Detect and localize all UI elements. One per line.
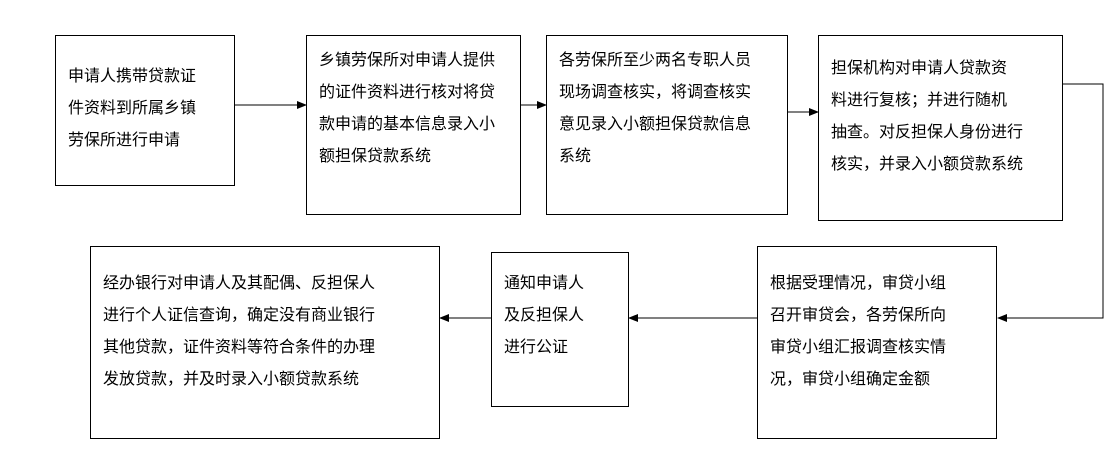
step-7-line-4: 发放贷款，并及时录入小额贷款系统 <box>103 369 360 388</box>
step-7-line-2: 进行个人证信查询，确定没有商业银行 <box>103 305 376 324</box>
step-3-line-4: 系统 <box>559 146 592 165</box>
step-3-line-1: 各劳保所至少两名专职人员 <box>559 50 752 69</box>
step-1-line-1: 申请人携带贷款证 <box>68 66 197 85</box>
arrow-step4-to-step5 <box>997 83 1104 322</box>
step-5-review-meeting: 根据受理情况，审贷小组 召开审贷会，各劳保所向 审贷小组汇报调查核实情 况，审贷… <box>757 246 997 439</box>
step-5-line-3: 审贷小组汇报调查核实情 <box>770 337 947 356</box>
step-2-line-2: 的证件资料进行核对将贷 <box>319 82 496 101</box>
step-1-line-2: 件资料到所属乡镇 <box>68 98 197 117</box>
step-6-line-2: 及反担保人 <box>504 305 585 324</box>
step-1-line-3: 劳保所进行申请 <box>68 130 181 149</box>
step-7-line-3: 其他贷款，证件资料等符合条件的办理 <box>103 337 376 356</box>
step-2-line-1: 乡镇劳保所对申请人提供 <box>319 50 496 69</box>
step-7-line-1: 经办银行对申请人及其配偶、反担保人 <box>103 273 376 292</box>
step-6-line-3: 进行公证 <box>504 337 569 356</box>
step-3-line-3: 意见录入小额担保贷款信息 <box>559 114 752 133</box>
step-6-notarization-notice: 通知申请人 及反担保人 进行公证 <box>491 252 629 407</box>
step-7-bank-disbursement: 经办银行对申请人及其配偶、反担保人 进行个人证信查询，确定没有商业银行 其他贷款… <box>90 246 440 439</box>
step-3-line-2: 现场调查核实，将调查核实 <box>559 82 752 101</box>
step-5-line-4: 况，审贷小组确定金额 <box>770 369 931 388</box>
step-2-line-3: 款申请的基本信息录入小 <box>319 114 496 133</box>
step-4-guarantee-review: 担保机构对申请人贷款资 料进行复核；并进行随机 抽查。对反担保人身份进行 核实，… <box>818 35 1063 221</box>
step-2-verify-documents: 乡镇劳保所对申请人提供 的证件资料进行核对将贷 款申请的基本信息录入小 额担保贷… <box>306 35 521 215</box>
step-5-line-2: 召开审贷会，各劳保所向 <box>770 305 947 324</box>
step-6-line-1: 通知申请人 <box>504 273 585 292</box>
step-4-line-1: 担保机构对申请人贷款资 <box>831 58 1008 77</box>
step-3-field-investigation: 各劳保所至少两名专职人员 现场调查核实，将调查核实 意见录入小额担保贷款信息 系… <box>546 35 788 215</box>
step-4-line-4: 核实，并录入小额贷款系统 <box>831 154 1024 173</box>
step-4-line-2: 料进行复核；并进行随机 <box>831 90 1008 109</box>
step-4-line-3: 抽查。对反担保人身份进行 <box>831 122 1024 141</box>
step-1-apply: 申请人携带贷款证 件资料到所属乡镇 劳保所进行申请 <box>55 35 235 186</box>
step-5-line-1: 根据受理情况，审贷小组 <box>770 273 947 292</box>
step-2-line-4: 额担保贷款系统 <box>319 146 432 165</box>
